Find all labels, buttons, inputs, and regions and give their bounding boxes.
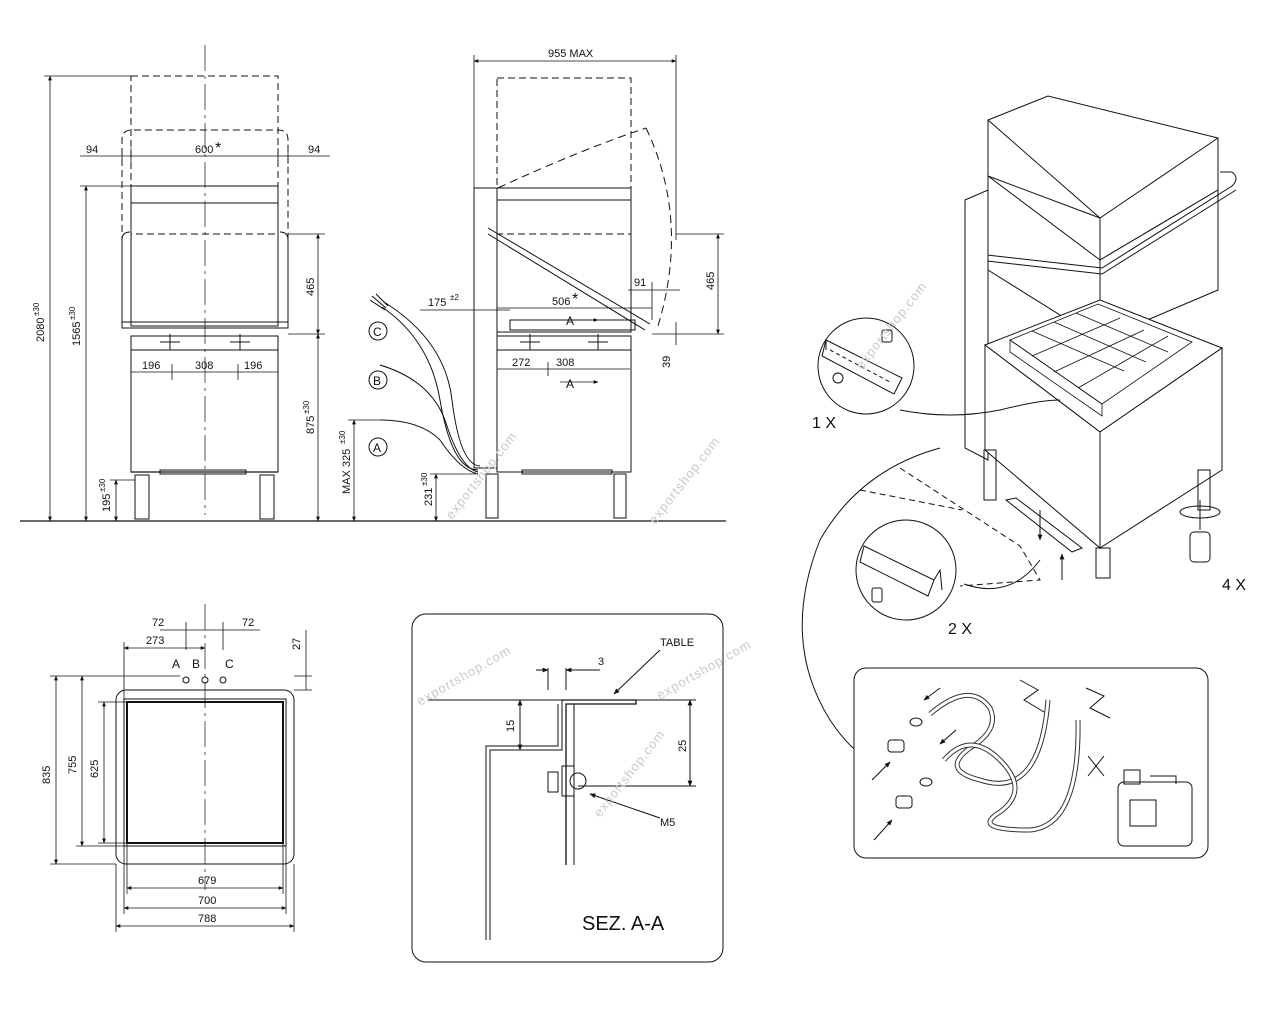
- connection-b: B: [368, 370, 388, 390]
- side-view-labels: 955 MAX 175 ±2 506 * A A 272 308 91 465 …: [338, 48, 717, 506]
- section-thickness: 3: [598, 656, 604, 668]
- dim-offset-top: 27: [291, 638, 303, 650]
- section-a-a-labels: TABLE 3 15 25 M5 SEZ. A-A: [505, 637, 694, 935]
- connection-c: C: [368, 321, 388, 341]
- front-view-dimensions: [44, 75, 330, 522]
- section-height-right: 25: [677, 740, 689, 752]
- dim-offset-c: 72: [242, 617, 254, 629]
- detail-rail: [817, 317, 915, 415]
- side-view: [369, 77, 672, 519]
- hose-panel: [853, 667, 1209, 859]
- dim-offset-b: 273: [146, 635, 164, 647]
- dim-star: *: [215, 140, 221, 157]
- port-b-label: B: [192, 657, 200, 671]
- dim-bottom-left: 196: [142, 360, 160, 372]
- dim-offset-a: 72: [152, 617, 164, 629]
- section-screw-label: M5: [660, 817, 675, 829]
- dim-offset-back: 175: [428, 297, 446, 309]
- section-table-label: TABLE: [660, 637, 694, 649]
- section-a-a: [411, 613, 724, 963]
- plan-view-labels: 72 72 273 27 A B C 835 755 625 679 700 7…: [41, 617, 303, 925]
- dim-offset-back-tol: ±2: [450, 293, 459, 302]
- dim-height-open: 1565: [71, 322, 83, 346]
- dim-width-max: 955 MAX: [548, 48, 594, 60]
- dim-hood-travel: 465: [305, 278, 317, 296]
- dim-lower-left: 272: [512, 357, 530, 369]
- dim-depth-star: *: [572, 291, 578, 308]
- dim-height-table-tol: ±30: [302, 400, 311, 414]
- dim-height-open-tol: ±30: [68, 306, 77, 320]
- port-c-label: C: [225, 657, 234, 671]
- watermark-2: exportshop.com: [646, 434, 723, 527]
- watermark-3: exportshop.com: [414, 642, 514, 708]
- connection-a-label: A: [373, 441, 381, 455]
- dim-lip-height: 39: [661, 356, 673, 368]
- qty-bracket: 2 X: [948, 621, 972, 638]
- watermark-1: exportshop.com: [443, 429, 520, 522]
- port-a-label: A: [172, 657, 180, 671]
- dim-depth: 506: [552, 296, 570, 308]
- dim-height-total-tol: ±30: [32, 302, 41, 316]
- dim-height-legs-tol: ±30: [98, 478, 107, 492]
- dim-width-outer: 788: [198, 913, 216, 925]
- dim-max-height: MAX 325: [341, 449, 353, 494]
- plan-view-dimensions: [50, 622, 312, 932]
- dim-height-legs: 195: [101, 494, 113, 512]
- dim-connector-height: 231: [423, 488, 435, 506]
- side-view-dimensions: [348, 55, 724, 522]
- dim-connector-height-tol: ±30: [420, 472, 429, 486]
- dim-height-total: 2080: [35, 318, 47, 342]
- dim-max-height-tol: ±30: [338, 430, 347, 444]
- section-mark-bottom: A: [566, 377, 574, 391]
- connection-b-label: B: [373, 374, 381, 388]
- dim-width-inner: 679: [198, 875, 216, 887]
- isometric-machine: [801, 95, 1237, 761]
- dim-bottom-right: 196: [244, 360, 262, 372]
- detail-bracket: [855, 519, 957, 621]
- dim-height-table: 875: [305, 416, 317, 434]
- qty-rail: 1 X: [812, 415, 836, 432]
- dim-width-mid: 700: [198, 895, 216, 907]
- dim-lower-right: 308: [556, 357, 574, 369]
- dim-side-left: 94: [86, 144, 98, 156]
- qty-feet: 4 X: [1222, 577, 1246, 594]
- dim-handle-depth: 91: [634, 277, 646, 289]
- section-mark-top: A: [566, 314, 574, 328]
- section-title: SEZ. A-A: [582, 913, 665, 935]
- front-view-labels: 94 600 * 94 196 308 196 2080 ±30 1565 ±3…: [32, 140, 320, 512]
- assembly-labels: 1 X 2 X 4 X: [812, 415, 1246, 638]
- plan-view: [115, 604, 295, 890]
- section-height-left: 15: [505, 720, 517, 732]
- watermark-4: exportshop.com: [591, 727, 668, 820]
- dim-top-width: 600: [195, 144, 213, 156]
- dim-hood-travel-side: 465: [705, 272, 717, 290]
- dim-depth-inner: 625: [89, 760, 101, 778]
- connection-c-label: C: [373, 325, 382, 339]
- dim-bottom-middle: 308: [195, 360, 213, 372]
- dim-depth-mid: 755: [67, 756, 79, 774]
- dim-depth-outer: 835: [41, 766, 53, 784]
- dim-side-right: 94: [308, 144, 320, 156]
- connection-a: A: [368, 437, 388, 457]
